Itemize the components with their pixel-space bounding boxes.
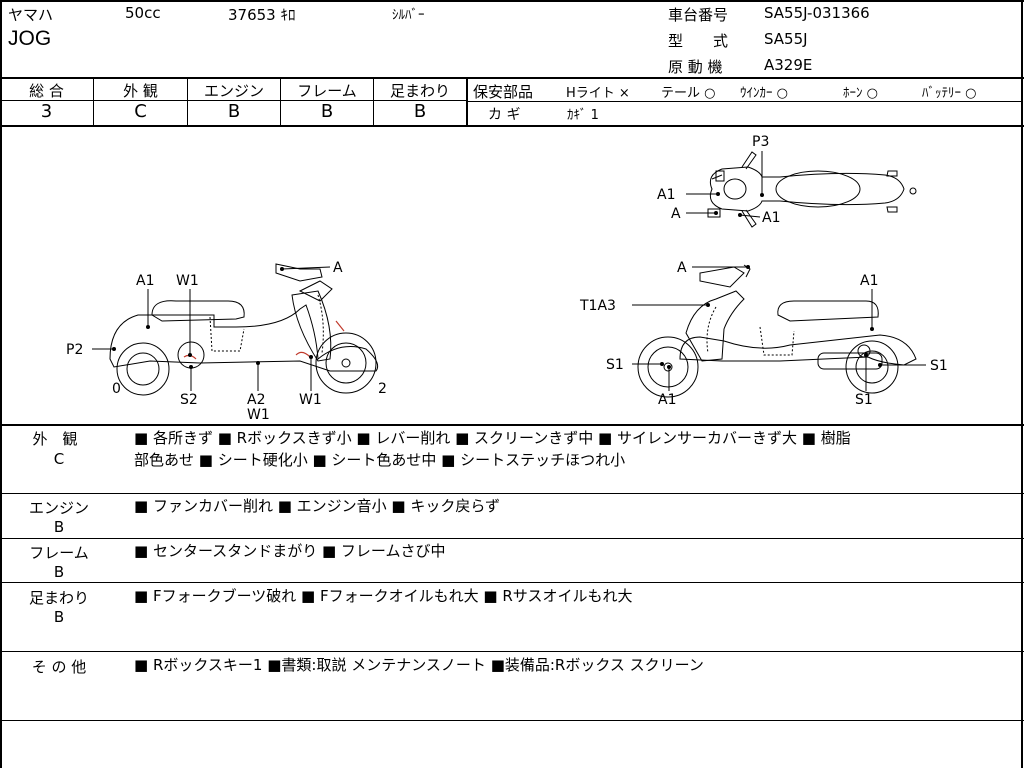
exterior-label: 外 観 (123, 82, 158, 100)
exterior-score: C (134, 101, 147, 122)
top-view-scooter: P3 A1 A A1 (657, 134, 917, 228)
model-name: JOG (8, 27, 52, 50)
grid-line-mid-right (467, 101, 1023, 102)
remarks-other-category: そ の 他 (31, 658, 87, 676)
label-p2: P2 (66, 342, 83, 358)
overall-score: 3 (40, 101, 53, 122)
remarks-exterior-line-1: ■ 各所きず ■ Rボックスきず小 ■ レバー削れ ■ スクリーンきず中 ■ サ… (134, 429, 851, 447)
grid-col-5 (466, 78, 468, 126)
label-a1-upper: A1 (657, 187, 675, 203)
label-s1-right: S1 (930, 358, 948, 374)
border-right (1021, 0, 1023, 768)
type-value: SA55J (764, 30, 808, 48)
label-zero: 0 (112, 381, 121, 397)
label-t1a3: T1A3 (579, 298, 616, 314)
engine-value: A329E (764, 56, 813, 74)
mileage: 37653 ｷﾛ (228, 6, 296, 24)
key-value: ｶｷﾞ 1 (567, 108, 599, 123)
frame-no-label: 車台番号 (668, 6, 729, 24)
remarks-other-line: ■ Rボックスキー1 ■書類:取説 メンテナンスノート ■装備品:Rボックス ス… (134, 656, 704, 674)
remarks-divider-2 (0, 538, 1024, 539)
remarks-divider-5 (0, 720, 1024, 721)
frame-score: B (320, 101, 334, 122)
remarks-top-line (0, 424, 1024, 426)
label-w1-mid: W1 (247, 407, 270, 423)
label-a1-bottom: A1 (658, 392, 676, 408)
label-p3: P3 (752, 134, 769, 150)
label-a-top-view: A (671, 206, 681, 222)
label-a1-left: A1 (136, 273, 154, 289)
safety-label: 保安部品 (473, 83, 534, 101)
engine-rating-label: エンジン (203, 82, 264, 100)
remarks-engine-line: ■ ファンカバー削れ ■ エンジン音小 ■ キック戻らず (134, 497, 501, 515)
remarks-frame-grade: B (53, 563, 65, 581)
grid-line-mid (0, 100, 467, 101)
remarks-suspension-line: ■ Fフォークブーツ破れ ■ Fフォークオイルもれ大 ■ Rサスオイルもれ大 (134, 587, 633, 605)
label-a1-top-right: A1 (762, 210, 780, 226)
label-s1-bottom: S1 (855, 392, 873, 408)
label-a-right: A (677, 260, 687, 276)
grid-line-bottom (0, 125, 1024, 127)
remarks-engine-grade: B (53, 518, 65, 536)
maker: ヤマハ (8, 6, 54, 24)
suspension-score: B (413, 101, 427, 122)
label-w1-top: W1 (176, 273, 199, 289)
headlight-status: Hライト × (566, 86, 630, 101)
frame-rating-label: フレーム (297, 82, 357, 100)
scooter-diagram: P3 A1 A A1 A (66, 134, 948, 423)
label-a2: A2 (247, 392, 265, 408)
remarks-engine-category: エンジン (28, 499, 89, 517)
grid-line-top (0, 77, 1024, 79)
label-two: 2 (378, 381, 387, 397)
remarks-divider-4 (0, 651, 1024, 652)
remarks-exterior-line-2: 部色あせ ■ シート硬化小 ■ シート色あせ中 ■ シートステッチほつれ小 (134, 451, 626, 469)
remarks-exterior-category: 外 観 (32, 430, 78, 448)
remarks-suspension-grade: B (53, 608, 65, 626)
grid-col-4 (373, 78, 374, 126)
overall-label: 総 合 (29, 82, 64, 100)
grid-col-2 (187, 78, 188, 126)
label-a1-right: A1 (860, 273, 878, 289)
taillight-status: テール ○ (661, 86, 716, 101)
suspension-label: 足まわり (389, 82, 450, 100)
frame-no: SA55J-031366 (764, 4, 870, 22)
border-left (0, 0, 2, 768)
winker-status: ｳｲﾝｶｰ ○ (740, 86, 788, 101)
remarks-exterior-grade: C (53, 450, 65, 468)
label-s2: S2 (180, 392, 198, 408)
engine-score: B (227, 101, 241, 122)
left-view-scooter: A A1 W1 P2 0 S2 A2 W1 W1 2 (66, 260, 387, 423)
remarks-frame-line: ■ センタースタンドまがり ■ フレームさび中 (134, 542, 446, 560)
horn-status: ﾎｰﾝ ○ (843, 86, 878, 101)
label-a-left: A (333, 260, 343, 276)
grid-col-3 (280, 78, 281, 126)
remarks-divider-3 (0, 582, 1024, 583)
label-w1-bottom: W1 (299, 392, 322, 408)
key-label: カ ギ (488, 107, 521, 123)
remarks-divider-1 (0, 493, 1024, 494)
engine-label: 原 動 機 (668, 58, 723, 76)
remarks-frame-category: フレーム (29, 544, 89, 562)
remarks-suspension-category: 足まわり (28, 589, 89, 607)
border-top (0, 0, 1024, 2)
right-view-scooter: A A1 T1A3 S1 A1 S1 S1 (579, 260, 948, 408)
label-s1-left: S1 (606, 357, 624, 373)
type-label: 型 式 (668, 32, 729, 50)
color: ｼﾙﾊﾞｰ (392, 8, 425, 23)
displacement: 50cc (125, 4, 161, 22)
grid-col-1 (93, 78, 94, 126)
battery-status: ﾊﾞｯﾃﾘｰ ○ (922, 86, 977, 101)
